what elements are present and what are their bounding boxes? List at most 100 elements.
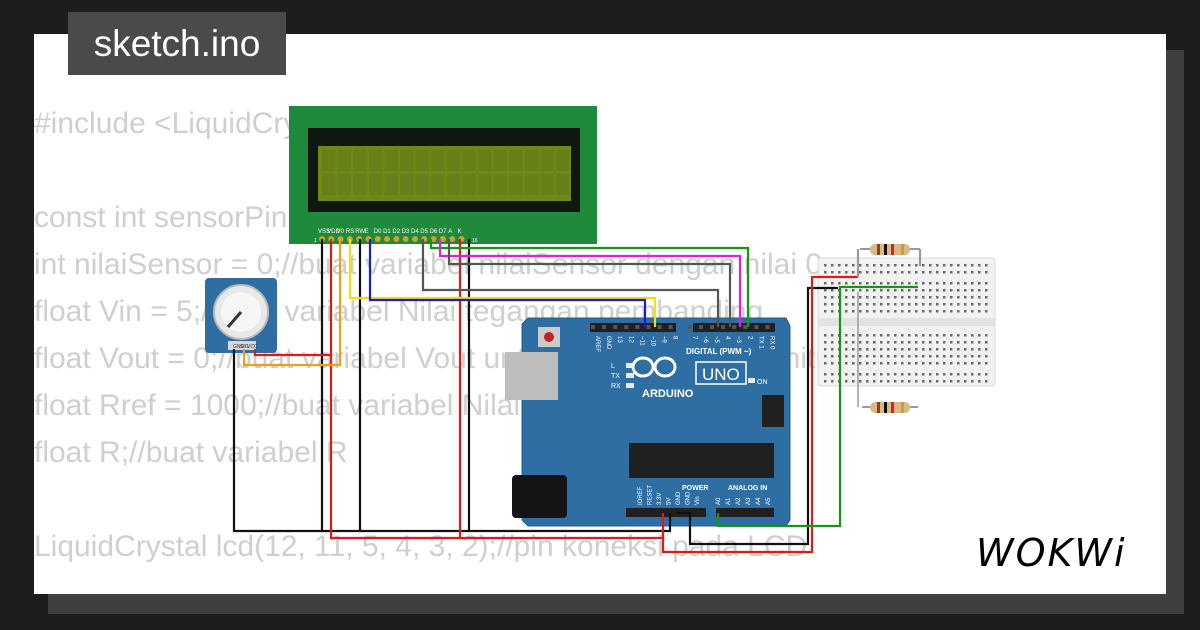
breadboard-hole bbox=[950, 362, 953, 365]
file-tab-title[interactable]: sketch.ino bbox=[68, 12, 286, 75]
lcd-cell bbox=[524, 174, 539, 195]
digital-pin[interactable] bbox=[721, 325, 726, 329]
potentiometer[interactable]: GND SIG VCC bbox=[205, 278, 277, 353]
breadboard-hole bbox=[943, 310, 946, 313]
breadboard-hole bbox=[943, 334, 946, 337]
lcd-pin-label: D2 bbox=[392, 229, 400, 235]
breadboard-hole bbox=[887, 373, 890, 376]
breadboard-hole bbox=[838, 264, 841, 267]
breadboard-hole bbox=[852, 264, 855, 267]
breadboard-hole bbox=[887, 264, 890, 267]
digital-pin[interactable] bbox=[743, 325, 748, 329]
breadboard-hole bbox=[880, 310, 883, 313]
digital-pin[interactable] bbox=[754, 325, 759, 329]
breadboard-hole bbox=[873, 289, 876, 292]
breadboard-hole bbox=[894, 373, 897, 376]
lcd-pin[interactable] bbox=[384, 236, 391, 242]
digital-pin[interactable] bbox=[613, 325, 618, 329]
breadboard-hole bbox=[859, 296, 862, 299]
breadboard-hole bbox=[845, 362, 848, 365]
breadboard-hole bbox=[873, 303, 876, 306]
breadboard-hole bbox=[915, 334, 918, 337]
breadboard-hole bbox=[943, 271, 946, 274]
digital-pin[interactable] bbox=[765, 325, 770, 329]
analog-pin-label: A0 bbox=[716, 497, 722, 505]
breadboard-hole bbox=[845, 282, 848, 285]
breadboard-hole bbox=[908, 355, 911, 358]
breadboard-hole bbox=[831, 348, 834, 351]
digital-pin[interactable] bbox=[687, 325, 692, 329]
digital-pin[interactable] bbox=[710, 325, 714, 329]
breadboard-hole bbox=[936, 348, 939, 351]
breadboard-hole bbox=[943, 341, 946, 344]
breadboard-hole bbox=[985, 362, 988, 365]
breadboard-hole bbox=[866, 282, 869, 285]
resistor-bottom[interactable] bbox=[862, 402, 918, 413]
breadboard-hole bbox=[957, 341, 960, 344]
breadboard-hole bbox=[859, 380, 862, 383]
breadboard-hole bbox=[824, 271, 827, 274]
breadboard-hole bbox=[950, 348, 953, 351]
breadboard-hole bbox=[894, 282, 897, 285]
breadboard-hole bbox=[908, 271, 911, 274]
breadboard-hole bbox=[985, 289, 988, 292]
breadboard-hole bbox=[929, 348, 932, 351]
lcd-pin-label: E bbox=[365, 229, 369, 235]
lcd-pin[interactable] bbox=[449, 236, 456, 242]
breadboard-hole bbox=[957, 355, 960, 358]
digital-pin[interactable] bbox=[732, 325, 737, 329]
breadboard-hole bbox=[845, 341, 848, 344]
breadboard-hole bbox=[978, 271, 981, 274]
lcd-pin[interactable] bbox=[374, 236, 381, 242]
power-pin-label: 3.3V bbox=[657, 493, 663, 505]
lcd-pin[interactable] bbox=[439, 236, 446, 242]
breadboard-hole bbox=[852, 380, 855, 383]
breadboard-hole bbox=[880, 303, 883, 306]
breadboard-hole bbox=[971, 264, 974, 267]
breadboard-hole bbox=[859, 355, 862, 358]
lcd-cell bbox=[446, 150, 461, 171]
digital-pin[interactable] bbox=[591, 325, 595, 329]
breadboard-hole bbox=[915, 348, 918, 351]
breadboard-hole bbox=[950, 380, 953, 383]
lcd-pin[interactable] bbox=[412, 236, 418, 242]
breadboard-hole bbox=[971, 296, 974, 299]
breadboard-hole bbox=[936, 334, 939, 337]
breadboard-hole bbox=[845, 373, 848, 376]
arduino-brand: ARDUINO bbox=[642, 388, 694, 400]
breadboard-hole bbox=[922, 289, 925, 292]
breadboard-hole bbox=[964, 264, 967, 267]
digital-pin[interactable] bbox=[668, 325, 673, 329]
digital-pin[interactable] bbox=[635, 325, 640, 329]
breadboard-hole bbox=[985, 271, 988, 274]
digital-pin[interactable] bbox=[657, 325, 662, 329]
breadboard-hole bbox=[894, 264, 897, 267]
digital-pin[interactable] bbox=[698, 325, 703, 329]
breadboard-hole bbox=[845, 334, 848, 337]
lcd-pin[interactable] bbox=[402, 236, 409, 242]
breadboard-hole bbox=[852, 362, 855, 365]
digital-pin[interactable] bbox=[602, 325, 607, 329]
analog-header: ANALOG IN bbox=[728, 485, 767, 492]
breadboard-hole bbox=[859, 310, 862, 313]
breadboard-hole bbox=[971, 355, 974, 358]
lcd-pin-first: 1 bbox=[314, 238, 317, 244]
breadboard-hole bbox=[943, 296, 946, 299]
breadboard-hole bbox=[964, 373, 967, 376]
breadboard-hole bbox=[831, 334, 834, 337]
on-label: ON bbox=[757, 379, 768, 386]
lcd-pin[interactable] bbox=[393, 236, 400, 242]
breadboard-hole bbox=[866, 271, 869, 274]
breadboard-hole bbox=[852, 348, 855, 351]
lcd-cell bbox=[431, 150, 445, 171]
status-led bbox=[626, 363, 634, 368]
digital-pin[interactable] bbox=[646, 325, 651, 329]
breadboard-hole bbox=[936, 355, 939, 358]
resistor-top[interactable] bbox=[860, 244, 920, 255]
breadboard[interactable] bbox=[817, 257, 996, 387]
knob-indicator bbox=[226, 311, 243, 328]
digital-pin[interactable] bbox=[624, 325, 629, 329]
breadboard-hole bbox=[978, 348, 981, 351]
